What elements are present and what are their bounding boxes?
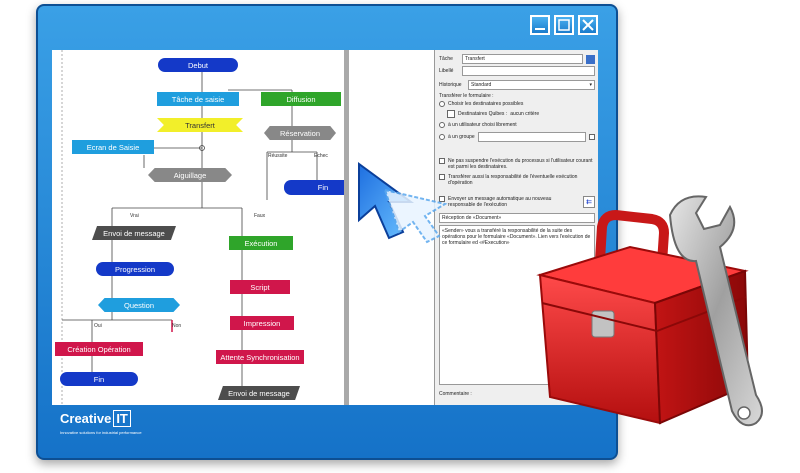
node-transfert[interactable]: Transfert <box>157 118 243 132</box>
node-envoi-de-message-1[interactable]: Envoi de message <box>92 226 176 240</box>
transferer-label: Transférer le formulaire : <box>439 93 494 99</box>
utilisateur-label: à un utilisateur choisi librement <box>448 122 517 128</box>
node-reservation[interactable]: Réservation <box>264 126 336 140</box>
envoyer-checkbox[interactable] <box>439 196 445 202</box>
tache-field[interactable]: Transfert <box>462 54 583 64</box>
node-aiguillage[interactable]: Aiguillage <box>148 168 232 182</box>
destinataires-button[interactable] <box>447 110 455 118</box>
flowchart-canvas[interactable]: Debut Tâche de saisie Diffusion Transfer… <box>52 50 362 405</box>
choisir-radio[interactable] <box>439 101 445 107</box>
groupe-field[interactable] <box>477 132 586 142</box>
transferer-resp-checkbox[interactable] <box>439 174 445 180</box>
tache-label: Tâche <box>439 56 453 62</box>
node-question[interactable]: Question <box>98 298 180 312</box>
insert-field-icon[interactable]: ⇇ <box>583 196 595 208</box>
reception-field[interactable]: Réception de «Document» <box>439 213 595 223</box>
minimize-icon[interactable] <box>530 15 550 35</box>
groupe-radio[interactable] <box>439 134 445 140</box>
node-fin-bottom[interactable]: Fin <box>60 372 138 386</box>
node-diffusion[interactable]: Diffusion <box>261 92 341 106</box>
label-reussite: Réussite <box>268 153 288 159</box>
libelle-field[interactable] <box>462 66 595 76</box>
node-progression[interactable]: Progression <box>96 262 174 276</box>
reception-value: Réception de «Document» <box>442 215 502 221</box>
libelle-label: Libellé <box>439 68 454 74</box>
suspendre-checkbox[interactable] <box>439 158 445 164</box>
message-body-text: «Sender» vous a transféré la responsabil… <box>442 228 591 246</box>
pointer-cursor-icon <box>358 162 448 244</box>
application-window: Debut Tâche de saisie Diffusion Transfer… <box>36 4 618 460</box>
node-script[interactable]: Script <box>230 280 290 294</box>
suspendre-label: Ne pas suspendre l'exécution du processu… <box>448 158 593 170</box>
commentaire-label: Commentaire : <box>439 391 472 397</box>
wrench-icon <box>668 195 763 427</box>
historique-select[interactable]: Standard ▾ <box>468 80 595 90</box>
toolbox-icon <box>536 195 763 427</box>
node-impression[interactable]: Impression <box>230 316 294 330</box>
close-icon[interactable] <box>578 15 598 35</box>
label-non: Non <box>172 323 182 329</box>
envoyer-label: Envoyer un message automatique au nouvea… <box>448 196 552 208</box>
node-ecran-de-saisie[interactable]: Ecran de Saisie <box>72 140 154 154</box>
transferer-resp-label: Transférer aussi la responsabilité de l'… <box>448 174 578 186</box>
users-icon[interactable] <box>586 54 595 64</box>
window-client-area: Debut Tâche de saisie Diffusion Transfer… <box>52 50 598 405</box>
utilisateur-radio[interactable] <box>439 122 445 128</box>
node-envoi-de-message-2[interactable]: Envoi de message <box>218 386 300 400</box>
node-tache-de-saisie[interactable]: Tâche de saisie <box>157 92 239 106</box>
brand-tagline: Innovative solutions for industrial perf… <box>60 430 142 435</box>
pane-splitter[interactable] <box>344 50 349 405</box>
label-vrai: Vrai <box>130 213 139 219</box>
historique-value: Standard <box>471 82 492 88</box>
node-debut[interactable]: Debut <box>158 58 238 72</box>
node-attente-synchronisation[interactable]: Attente Synchronisation <box>216 350 304 364</box>
maximize-icon[interactable] <box>554 15 574 35</box>
groupe-browse-button[interactable] <box>589 134 595 140</box>
node-fin-top[interactable]: Fin <box>284 180 362 195</box>
destinataires-label: Destinataires Quibes : <box>458 111 508 117</box>
aucun-critere-label: aucun critère <box>510 111 540 117</box>
label-echec: Echec <box>314 153 328 159</box>
groupe-label: à un groupe <box>448 134 475 140</box>
chevron-down-icon: ▾ <box>589 82 592 88</box>
historique-label: Historique <box>439 82 462 88</box>
brand-it: IT <box>113 410 131 427</box>
node-creation-operation[interactable]: Création Opération <box>55 342 143 356</box>
node-execution[interactable]: Exécution <box>229 236 293 250</box>
connector-lines <box>61 50 318 405</box>
tache-value: Transfert <box>465 56 485 62</box>
label-oui: Oui <box>94 323 102 329</box>
brand-name: Creative <box>60 411 112 426</box>
choisir-label: Choisir les destinataires possibles <box>448 101 524 107</box>
label-faux: Faux <box>254 213 266 219</box>
